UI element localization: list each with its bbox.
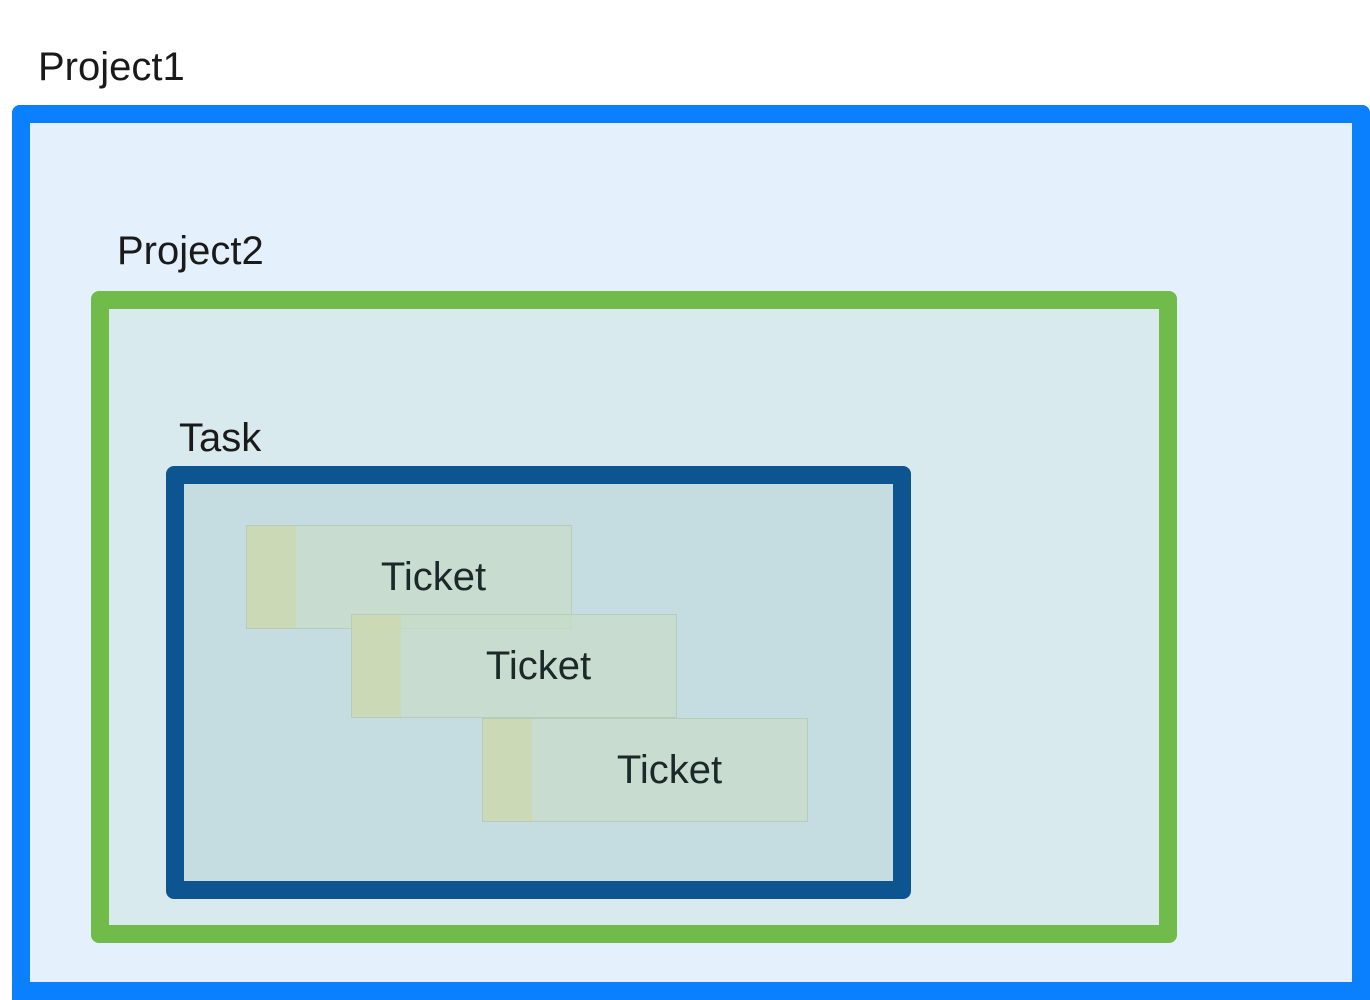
ticket-label: Ticket — [485, 643, 592, 688]
ticket-stripe — [247, 526, 296, 628]
project1-container-bottom-edge — [12, 982, 1370, 1000]
task-label: Task — [179, 416, 262, 460]
ticket-label: Ticket — [380, 554, 487, 599]
project2-label: Project2 — [117, 229, 264, 273]
ticket-card[interactable]: Ticket — [246, 525, 572, 629]
ticket-stripe — [352, 615, 401, 717]
ticket-card[interactable]: Ticket — [482, 718, 808, 822]
ticket-card[interactable]: Ticket — [351, 614, 677, 718]
ticket-stripe — [483, 719, 532, 821]
project1-label: Project1 — [38, 45, 185, 89]
ticket-label: Ticket — [616, 747, 723, 792]
